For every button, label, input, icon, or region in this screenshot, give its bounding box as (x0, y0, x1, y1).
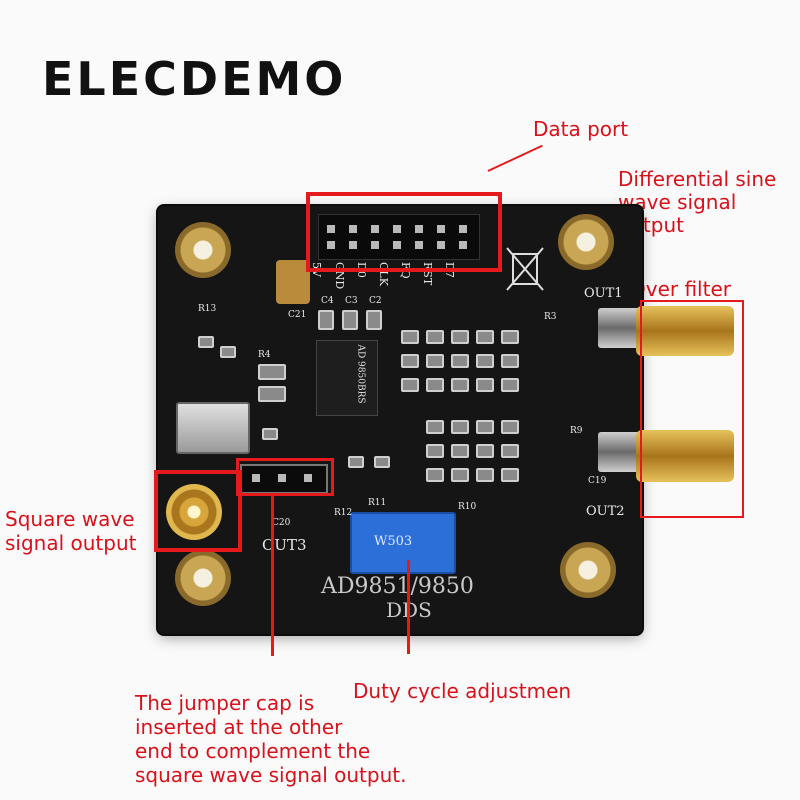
silk-ref-c3: C3 (345, 296, 358, 306)
ad9850-chip: AD 9850BRS (316, 340, 378, 416)
label-jumper-4: square wave signal output. (135, 763, 407, 787)
label-over-filter: Over filter (630, 277, 731, 301)
silk-ref-r11: R11 (368, 498, 387, 508)
silk-out1: OUT1 (584, 286, 623, 301)
electrolytic-capacitor (276, 260, 310, 304)
brand-logo: ELECDEMO (42, 52, 347, 106)
sma-body-out2 (598, 432, 640, 472)
highlight-over-filter (640, 300, 744, 518)
silk-ref-r3: R3 (544, 312, 557, 322)
silk-ref-r9: R9 (570, 426, 583, 436)
label-square-2: signal output (5, 531, 137, 555)
jumper-header (240, 464, 328, 494)
label-diff-sine-1: Differential sine (618, 167, 777, 191)
pot-label: W503 (374, 534, 413, 549)
crystal-oscillator (176, 402, 250, 454)
weee-bin-icon (506, 247, 544, 291)
sma-barrel-out1 (636, 306, 734, 356)
silk-model: AD9851/9850 (321, 574, 474, 599)
label-diff-sine-2: wave signal (618, 190, 737, 214)
leader-duty-cycle (407, 560, 410, 654)
label-square-1: Square wave (5, 507, 135, 531)
highlight-square-output (154, 470, 242, 552)
silk-ref-c2: C2 (369, 296, 382, 306)
silk-ref-r12: R12 (334, 508, 353, 518)
mounting-hole-top-right (558, 214, 614, 270)
mounting-hole-bottom-left (175, 550, 231, 606)
silk-ref-c19: C19 (588, 476, 607, 486)
silk-ref-r10: R10 (458, 502, 477, 512)
leader-data-port (487, 144, 543, 172)
silk-ref-c21: C21 (288, 310, 307, 320)
silk-out2: OUT2 (586, 504, 625, 519)
silk-ref-r13: R13 (198, 304, 217, 314)
mounting-hole-top-left (175, 222, 231, 278)
sma-body-out1 (598, 308, 640, 348)
sma-connector-out3 (166, 484, 222, 540)
label-jumper-3: end to complement the (135, 739, 371, 763)
highlight-jumper (236, 458, 334, 496)
chip-label: AD 9850BRS (355, 344, 366, 404)
label-duty-cycle: Duty cycle adjustmen (353, 679, 572, 703)
silk-ref-r4: R4 (258, 350, 271, 360)
silk-ref-c4: C4 (321, 296, 334, 306)
highlight-data-port (306, 192, 502, 272)
sma-barrel-out2 (636, 430, 734, 482)
label-jumper-1: The jumper cap is (135, 691, 315, 715)
blue-potentiometer: W503 (350, 512, 456, 574)
silk-ref-c20: C20 (272, 518, 291, 528)
mounting-hole-bottom-right (560, 542, 616, 598)
silk-out3: OUT3 (262, 536, 307, 554)
label-data-port: Data port (533, 117, 629, 141)
pcb-board: 5V GND D0 CLK FQ RST D7 AD 9850BRS (158, 206, 642, 634)
leader-jumper (271, 496, 274, 656)
data-port-header (318, 214, 480, 260)
label-jumper-2: inserted at the other (135, 715, 343, 739)
